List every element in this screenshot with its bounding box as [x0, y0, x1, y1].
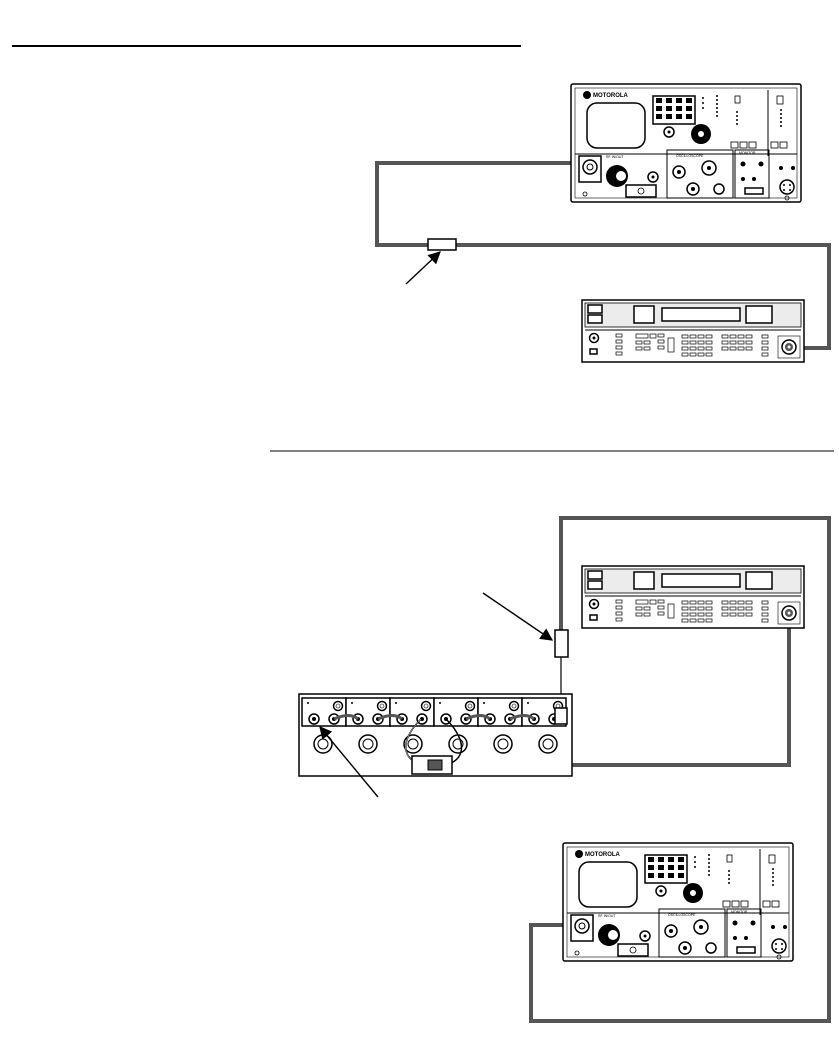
- top-signal-generator: [581, 299, 805, 363]
- bottom-attenuator-arrow: [482, 592, 554, 641]
- top-service-monitor: MOTOROLA OSCILLOSCOPE MONITOR RF IN/OUT: [570, 83, 802, 203]
- bottom-loop-cable: [529, 516, 831, 1023]
- bottom-service-monitor: MOTOROLA OSCILLOSCOPE MONITOR RF IN/OUT: [562, 842, 794, 962]
- combiner-callout-arrow: [319, 726, 379, 798]
- top-rf-cable: [375, 161, 831, 350]
- bottom-diagram: MOTOROLA OSCILLOSCOPE MONITOR RF IN/OUT: [298, 516, 831, 1023]
- top-attenuator: [427, 238, 457, 251]
- top-monitor-rf-label: RF IN/OUT: [606, 155, 624, 159]
- bottom-monitor-scope-label: OSCILLOSCOPE: [668, 913, 696, 917]
- top-callout-arrow: [405, 251, 441, 285]
- top-monitor-brand: MOTOROLA: [593, 93, 629, 99]
- bottom-monitor-rf-label: RF IN/OUT: [598, 914, 616, 918]
- bottom-signal-generator: [581, 565, 805, 629]
- combiner-rack: [298, 693, 573, 777]
- top-monitor-scope-label: OSCILLOSCOPE: [676, 154, 704, 158]
- bottom-monitor-monitor-label: MONITOR: [731, 910, 748, 914]
- bottom-monitor-brand: MOTOROLA: [585, 852, 621, 858]
- bottom-attenuator: [554, 629, 569, 658]
- top-diagram: MOTOROLA OSCILLOSCOPE MONITOR RF IN/OUT: [375, 83, 831, 363]
- top-monitor-monitor-label: MONITOR: [739, 151, 756, 155]
